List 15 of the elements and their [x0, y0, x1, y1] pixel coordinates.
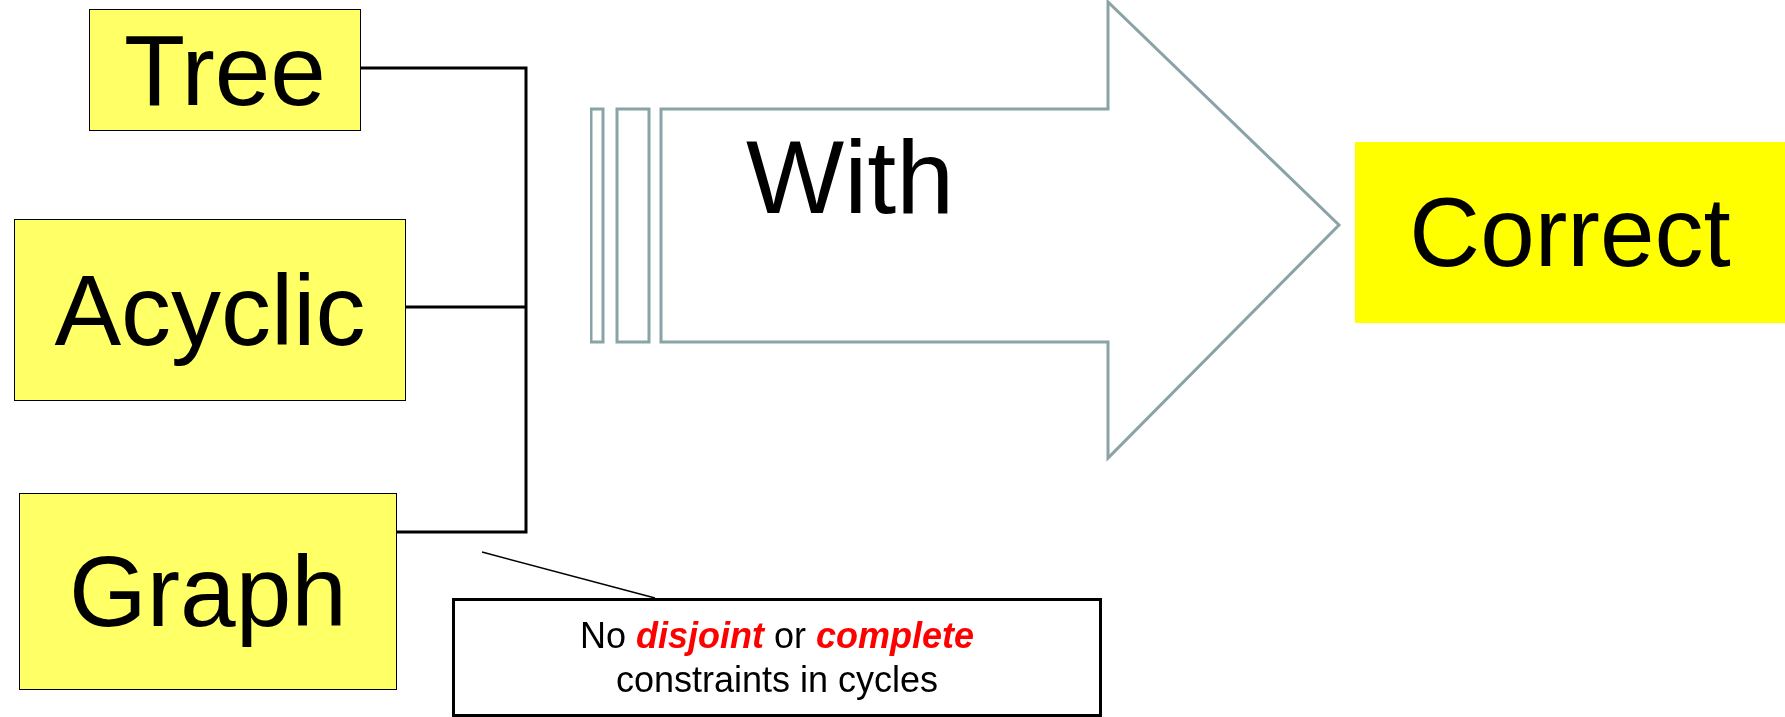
term-label: Correct [1409, 176, 1731, 289]
note-text: No disjoint or complete constraints in cycles [578, 614, 976, 702]
bracket-line [397, 307, 528, 534]
bracket-line [361, 66, 528, 307]
term-label: Tree [124, 12, 326, 128]
term-label: Graph [69, 534, 347, 649]
arrow-label: With [746, 118, 954, 237]
note-box [452, 598, 1102, 717]
term-box [14, 219, 406, 401]
bracket-line [406, 305, 526, 309]
leader-line [481, 551, 656, 599]
term-box [89, 9, 361, 131]
term-box [19, 493, 397, 690]
term-label: Acyclic [54, 252, 366, 368]
result-box [1355, 142, 1785, 323]
